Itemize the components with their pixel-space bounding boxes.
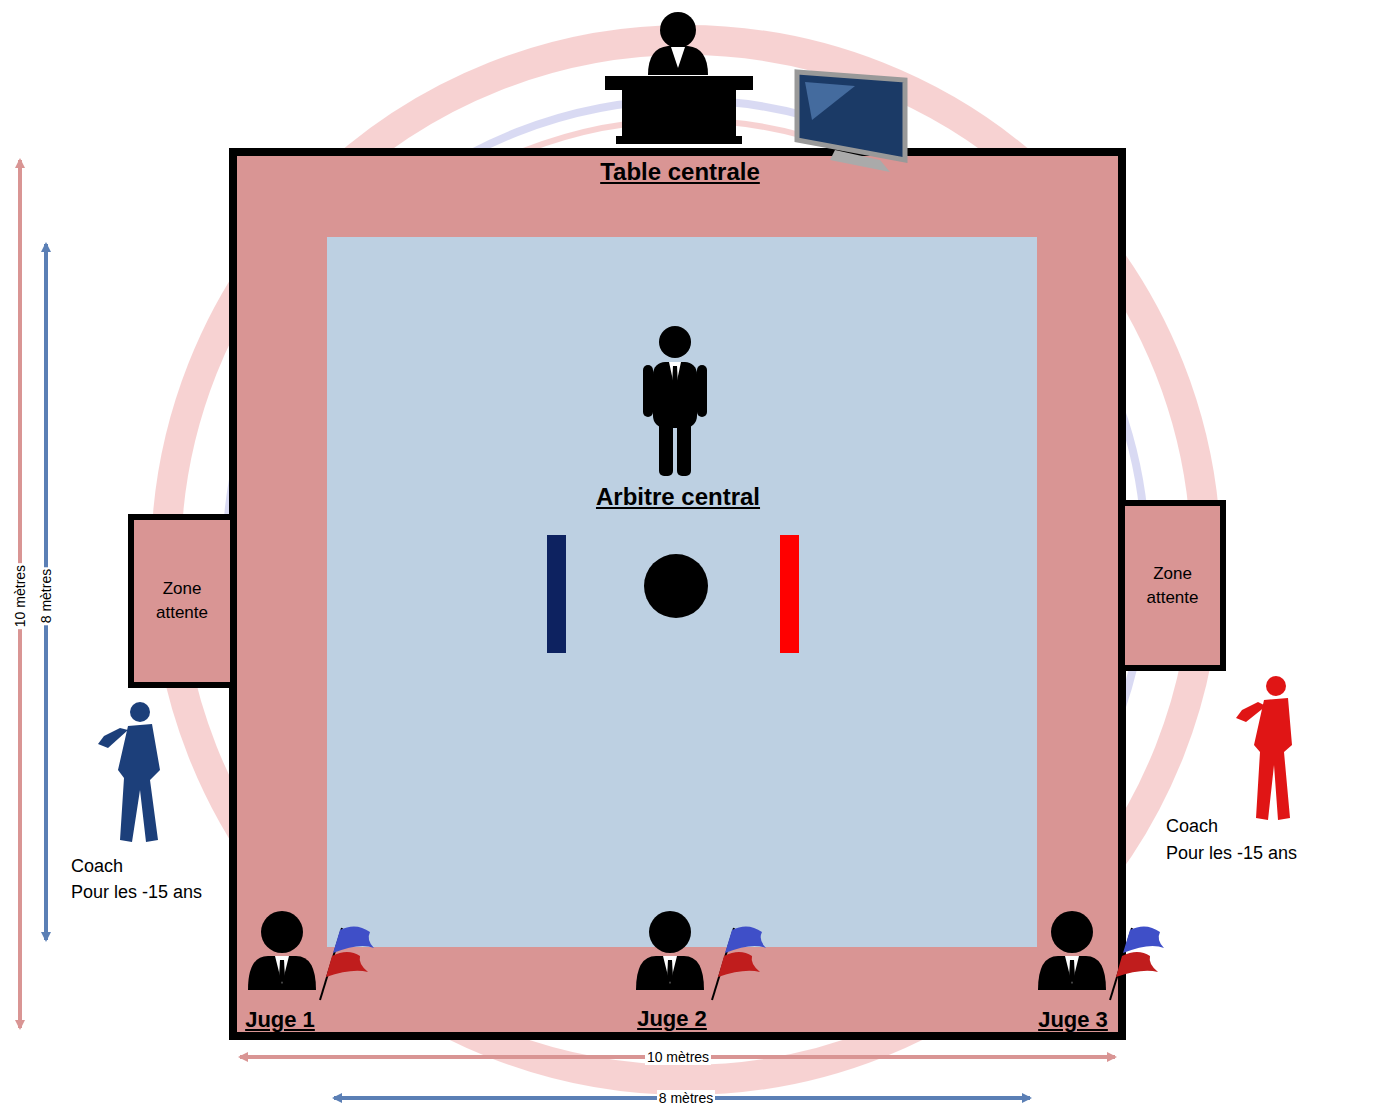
coach-note: Pour les -15 ans	[71, 882, 202, 903]
judge-2	[636, 911, 766, 1000]
waiting-zone: Zone attente	[128, 514, 236, 688]
watermark-logo	[166, 40, 1206, 1080]
judge-label: Juge 3	[1038, 1007, 1108, 1032]
referee-label: Arbitre central	[596, 483, 760, 511]
combat-area-8m	[327, 237, 1037, 947]
judge-label: Juge 1	[245, 1007, 315, 1032]
zone-label: Zone attente	[146, 577, 218, 625]
coach-note: Pour les -15 ans	[1166, 843, 1297, 864]
red-coach	[1236, 676, 1292, 820]
central-table	[605, 12, 753, 144]
table-label: Table centrale	[600, 158, 760, 186]
tv-monitor	[797, 72, 905, 172]
coach-label: Coach	[71, 856, 123, 877]
red-mark	[780, 535, 799, 653]
dimension-label: 8 mètres	[657, 1090, 715, 1106]
central-referee	[643, 326, 707, 476]
judge-3	[1038, 911, 1164, 1000]
judge-1	[248, 911, 374, 1000]
judge-label: Juge 2	[637, 1006, 707, 1031]
blue-mark	[547, 535, 566, 653]
dimension-label: 8 mètres	[38, 567, 54, 625]
coach-label: Coach	[1166, 816, 1218, 837]
center-mark	[644, 554, 708, 618]
zone-label: Zone attente	[1137, 562, 1208, 610]
dimension-label: 10 mètres	[12, 563, 28, 629]
waiting-zone: Zone attente	[1119, 500, 1226, 671]
blue-coach	[98, 702, 160, 842]
competition-area-10m	[233, 152, 1122, 1036]
dimension-label: 10 mètres	[645, 1049, 711, 1065]
